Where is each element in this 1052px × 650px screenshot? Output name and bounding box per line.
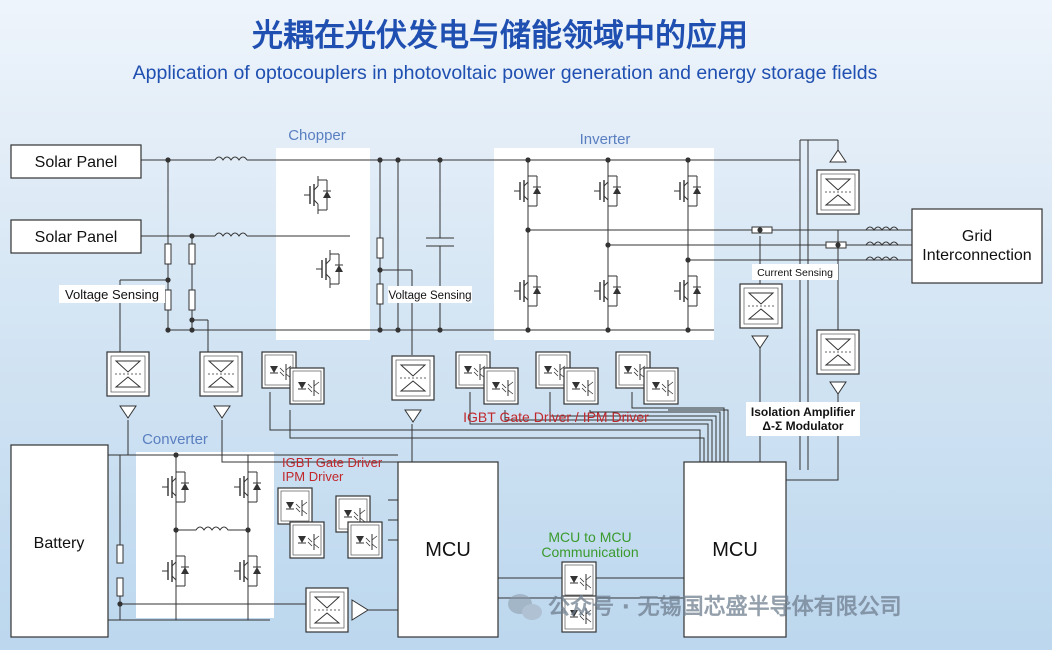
current-sensing-label: Current Sensing <box>757 267 833 279</box>
solar-panel-2-box <box>10 219 142 254</box>
wechat-logo-icon <box>508 594 542 620</box>
mcu-comm-label-line2: Communication <box>541 544 638 560</box>
inverter-label: Inverter <box>580 131 631 148</box>
watermark-text: 公众号 · 无锡国芯盛半导体有限公司 <box>548 594 902 620</box>
isolation-amp-label-bg <box>746 402 860 436</box>
mcu-comm-label-line1: MCU to MCU <box>548 529 631 545</box>
inverter-area <box>494 148 714 340</box>
optocoupler-group-chopper <box>261 351 325 405</box>
converter-label: Converter <box>142 431 208 448</box>
grid-interconnection-box <box>911 208 1043 284</box>
isolation-amplifier-grid-top <box>816 149 860 215</box>
igbt-gate-driver-top-label: IGBT Gate Driver / IPM Driver <box>463 409 649 425</box>
isolation-amplifier-mid <box>391 355 435 423</box>
mcu-right-box <box>683 461 787 638</box>
igbt-gate-driver-label-line1: IGBT Gate Driver <box>282 455 383 470</box>
optocoupler-group-inverter-1 <box>455 351 519 405</box>
mcu-right-label: MCU <box>712 539 758 561</box>
solar-panel-1-box <box>10 144 142 179</box>
isolation-amplifier-converter <box>305 587 369 633</box>
optocoupler-group-inverter-3 <box>615 351 679 405</box>
dc-bus-wiring <box>108 139 913 621</box>
isolation-amp-label-line2: Δ-Σ Modulator <box>762 419 843 433</box>
mcu-left-box <box>397 461 499 638</box>
solar-panel-2-label: Solar Panel <box>35 229 118 246</box>
voltage-sensing-left-bg <box>59 285 165 303</box>
converter-area <box>136 452 274 618</box>
voltage-sensing-mid-bg <box>388 286 472 303</box>
optocoupler-group-converter <box>277 487 383 559</box>
voltage-sensing-mid-label: Voltage Sensing <box>388 290 471 302</box>
title-chinese: 光耦在光伏发电与储能领域中的应用 <box>252 18 748 54</box>
title-english: Application of optocouplers in photovolt… <box>133 62 878 84</box>
current-sensing-bg <box>752 264 838 280</box>
grid-label-line2: Interconnection <box>922 247 1031 264</box>
isolation-amplifier-left-1 <box>106 351 150 419</box>
junction-dots <box>117 157 841 607</box>
chopper-area <box>276 148 370 340</box>
mcu-left-label: MCU <box>425 539 471 561</box>
battery-label: Battery <box>34 535 85 552</box>
solar-panel-1-label: Solar Panel <box>35 154 118 171</box>
optocoupler-group-inverter-2 <box>535 351 599 405</box>
grid-label-line1: Grid <box>962 228 992 245</box>
isolation-amp-label-line1: Isolation Amplifier <box>751 405 856 419</box>
voltage-sensing-left-label: Voltage Sensing <box>65 287 159 302</box>
battery-box <box>10 444 109 638</box>
isolation-amplifier-left-2 <box>199 351 243 419</box>
igbt-gate-driver-label-line2: IPM Driver <box>282 469 344 484</box>
isolation-amplifier-grid-bottom <box>816 329 860 395</box>
isolation-amplifier-current <box>739 283 783 349</box>
chopper-label: Chopper <box>288 127 346 144</box>
